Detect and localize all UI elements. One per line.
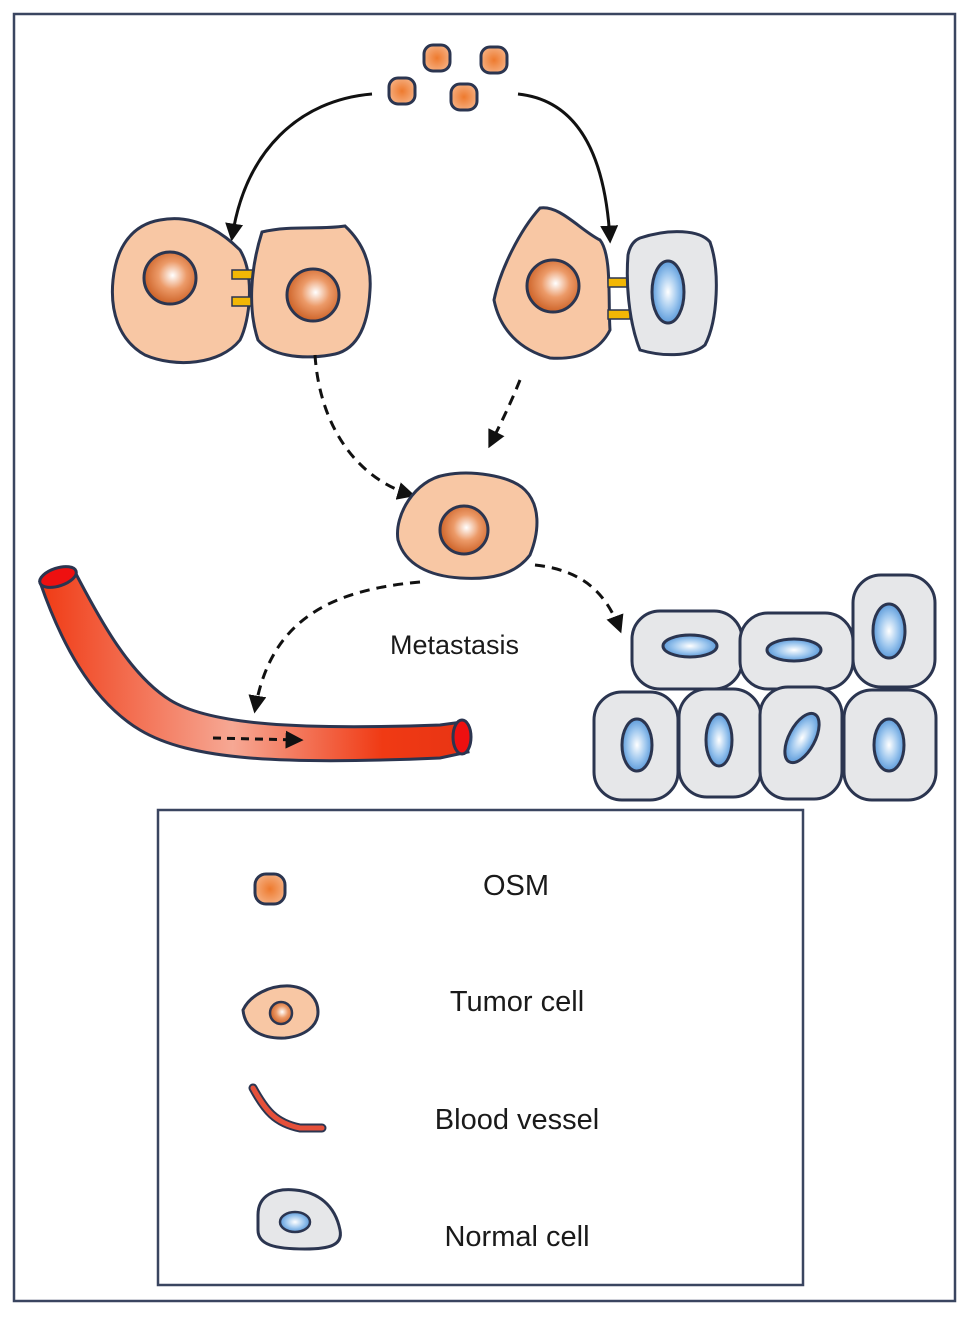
tumor-tumor-pair — [110, 217, 372, 365]
vessel-body — [38, 570, 470, 763]
tumor-pair-to-migrating-arrow — [313, 354, 416, 500]
adhesion-junction — [231, 269, 255, 280]
legend-label-blood-vessel: Blood vessel — [434, 1104, 600, 1136]
normal-nucleus — [765, 637, 823, 663]
metastasis-to-tissue-arrow — [534, 563, 624, 634]
osm-molecule — [479, 45, 509, 75]
legend-label-osm: OSM — [482, 870, 550, 902]
osm-molecule — [449, 82, 479, 112]
vessel-opening — [38, 565, 78, 589]
tumor-nucleus — [142, 250, 198, 306]
normal-nucleus — [620, 717, 654, 773]
osm-to-tumor-pair-arrow — [225, 92, 373, 242]
adhesion-junction — [607, 309, 631, 320]
figure-frame — [12, 12, 957, 1303]
legend-tumor-cell-icon — [241, 984, 320, 1040]
tumor-nucleus — [438, 504, 490, 556]
legend-normal-cell-icon — [256, 1188, 342, 1251]
legend-osm-icon — [253, 872, 287, 906]
blood-flow-arrow — [212, 730, 304, 749]
normal-nucleus — [783, 711, 821, 765]
migrating-tumor-cell — [396, 471, 539, 580]
vessel-opening — [451, 718, 473, 756]
legend-label-tumor-cell: Tumor cell — [449, 986, 585, 1018]
tumor-nucleus — [285, 267, 341, 323]
blood-vessel — [38, 565, 473, 763]
osm-to-tumor-normal-arrow — [517, 92, 619, 244]
normal-nucleus — [661, 633, 719, 659]
metastasis-label: Metastasis — [390, 630, 520, 660]
legend-label-normal-cell: Normal cell — [444, 1221, 590, 1253]
normal-nucleus — [871, 602, 907, 660]
osm-molecule — [387, 76, 417, 106]
normal-nucleus — [704, 712, 734, 768]
tumor-normal-pair — [492, 206, 718, 360]
normal-tissue — [592, 573, 938, 802]
tumor-nucleus — [525, 258, 581, 314]
legend-blood-vessel-icon — [248, 1083, 327, 1133]
normal-nucleus — [872, 717, 906, 773]
normal-nucleus — [650, 259, 686, 325]
tumor-normal-to-migrating-arrow — [488, 379, 522, 449]
osm-molecule — [422, 43, 452, 73]
osm-cluster — [387, 43, 509, 112]
